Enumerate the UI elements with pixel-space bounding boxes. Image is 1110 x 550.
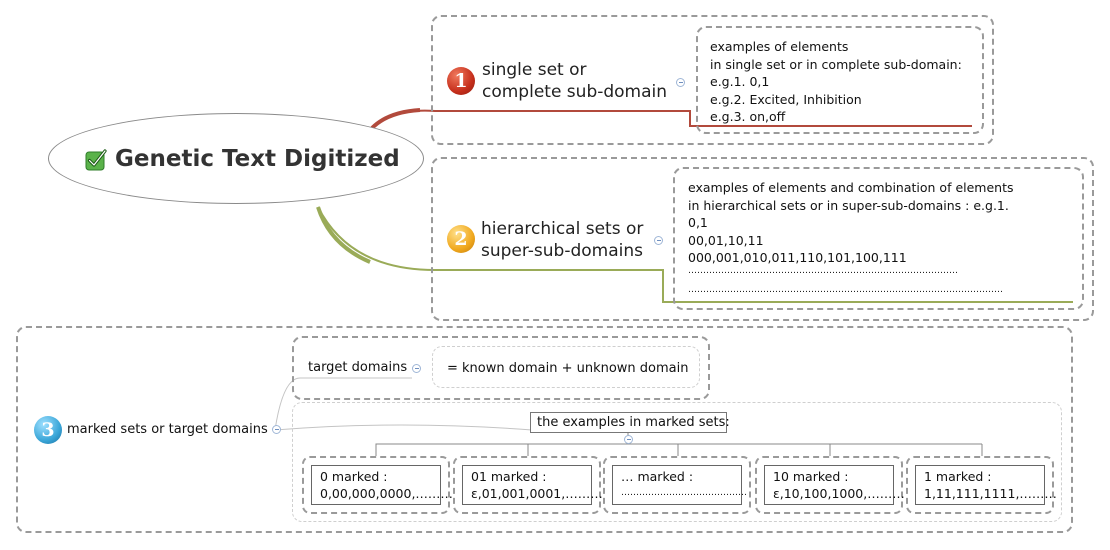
branch-3-connector xyxy=(274,377,412,431)
leaf-line2: …………………………………… xyxy=(621,488,747,498)
branch-2-detail-5: ……………………………………………………………………………… xyxy=(688,266,958,276)
badge-1-icon: 1 xyxy=(447,67,475,95)
branch-2-detail-2: 0,1 xyxy=(688,215,708,230)
branch-2-detail-3: 00,01,10,11 xyxy=(688,232,764,248)
branch-2-group xyxy=(431,157,1094,321)
branch-3-group xyxy=(16,326,1073,533)
target-formula-box xyxy=(432,346,700,388)
examples-label: the examples in marked sets: xyxy=(537,415,730,430)
target-domains-label[interactable]: target domains xyxy=(308,360,408,375)
branch-2-detail-6: …………………………………………………………………………………………… xyxy=(688,285,1003,295)
marked-sets-group xyxy=(292,402,1062,522)
leaf-line2: 1,11,111,1111,……… xyxy=(924,486,1057,501)
root-title: Genetic Text Digitized xyxy=(115,146,400,172)
leaf-line1: 10 marked : xyxy=(773,469,849,484)
badge-3-icon: 3 xyxy=(34,416,62,444)
branch-2-detail-1: in hierarchical sets or in super-sub-dom… xyxy=(688,197,1009,213)
branch-1-label-line2[interactable]: complete sub-domain xyxy=(482,82,668,102)
target-domains-group xyxy=(292,336,710,400)
leaf-line1: 01 marked : xyxy=(471,469,547,484)
branch-3-label[interactable]: marked sets or target domains xyxy=(67,422,268,437)
branch-1-label-line1[interactable]: single set or xyxy=(482,60,587,80)
branch-3-collapse-icon[interactable] xyxy=(272,425,281,434)
branch-2-label-line1[interactable]: hierarchical sets or xyxy=(481,219,644,239)
badge-2-icon: 2 xyxy=(447,225,475,253)
branch-1-detail-1: in single set or in complete sub-domain: xyxy=(710,56,962,72)
branch-2-collapse-icon[interactable] xyxy=(654,236,663,245)
target-formula: = known domain + unknown domain xyxy=(447,361,689,376)
branch-1-detail-3: e.g.2. Excited, Inhibition xyxy=(710,91,862,107)
leaf-1-marked[interactable]: 1 marked : 1,11,111,1111,……… xyxy=(906,456,1057,514)
branch-2-detail-box xyxy=(673,167,1084,310)
target-domains-collapse-icon[interactable] xyxy=(412,364,421,373)
examples-label-box[interactable]: the examples in marked sets: xyxy=(530,412,730,433)
branch-1-detail-4: e.g.3. on,off xyxy=(710,109,786,124)
branch-1-detail-box xyxy=(696,26,984,134)
root-node[interactable]: Genetic Text Digitized xyxy=(48,113,424,204)
examples-tree xyxy=(375,433,983,456)
leaf-ellipsis-marked[interactable]: … marked : …………………………………… xyxy=(603,456,751,514)
leaf-0-marked[interactable]: 0 marked : 0,00,000,0000,……… xyxy=(302,456,453,514)
leaf-10-marked[interactable]: 10 marked : ε,10,100,1000,……… xyxy=(755,456,905,514)
leaf-line2: ε,01,001,0001,……… xyxy=(471,486,603,501)
examples-collapse-icon[interactable] xyxy=(624,435,633,444)
leaf-line1: 1 marked : xyxy=(924,469,992,484)
leaf-line2: 0,00,000,0000,……… xyxy=(320,486,453,501)
checkbox-checked-icon xyxy=(85,148,107,171)
branch-2-label-line2[interactable]: super-sub-domains xyxy=(481,241,643,261)
leaf-01-marked[interactable]: 01 marked : ε,01,001,0001,……… xyxy=(453,456,603,514)
branch-2-connector xyxy=(317,206,1073,303)
leaf-line2: ε,10,100,1000,……… xyxy=(773,486,905,501)
branch-2-detail-4: 000,001,010,011,110,101,100,111 xyxy=(688,250,907,265)
branch-1-detail-0: examples of elements xyxy=(710,39,849,54)
branch-1-group xyxy=(431,15,994,145)
leaf-line1: … marked : xyxy=(621,469,694,484)
leaf-line1: 0 marked : xyxy=(320,469,388,484)
branch-2-detail-0: examples of elements and combination of … xyxy=(688,180,1014,195)
branch-1-detail-2: e.g.1. 0,1 xyxy=(710,74,770,89)
branch-1-collapse-icon[interactable] xyxy=(676,78,685,87)
